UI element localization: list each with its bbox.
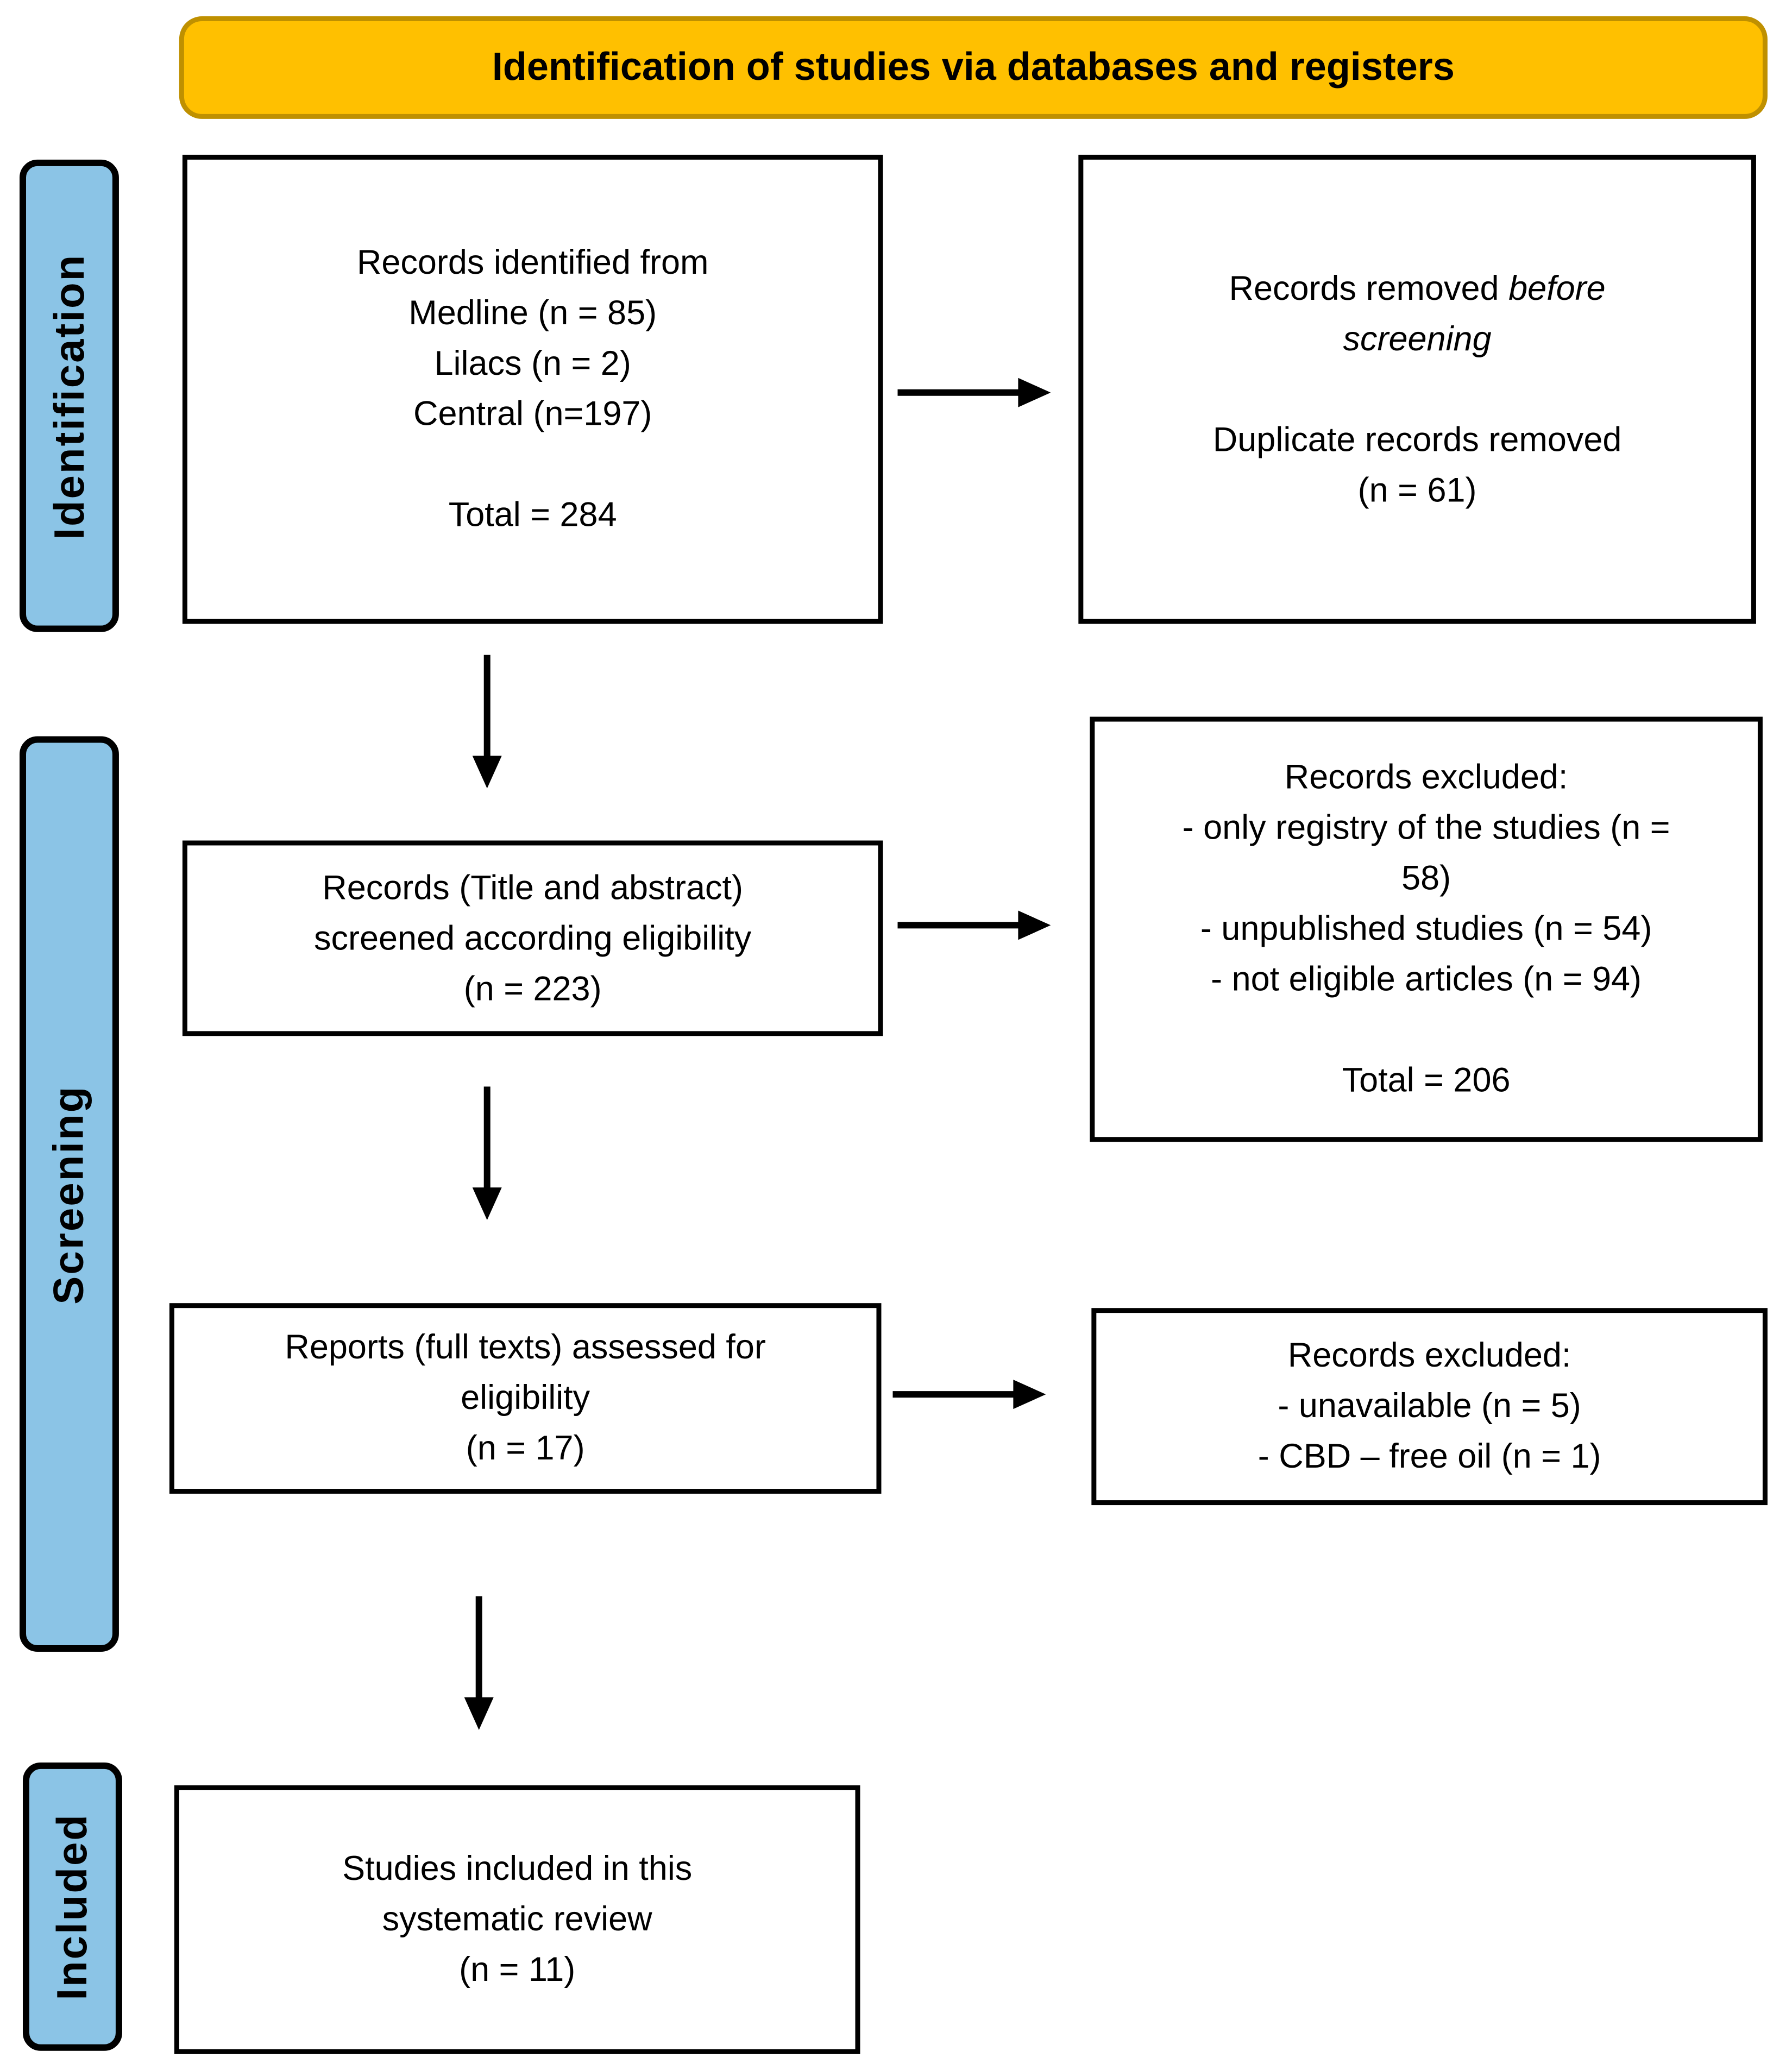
stage-tab-included-label: Included bbox=[47, 1813, 96, 2000]
box-line: (n = 17) bbox=[466, 1430, 585, 1468]
stage-tab-identification: Identification bbox=[19, 159, 119, 632]
arrow-right-icon bbox=[897, 377, 1051, 407]
box-line: Records removed before bbox=[1213, 263, 1622, 313]
box-line: - CBD – free oil (n = 1) bbox=[1257, 1438, 1601, 1476]
arrow-down-icon bbox=[464, 1596, 494, 1730]
arrow-down-icon bbox=[472, 655, 502, 789]
box-records-screened-text: Records (Title and abstract) screened acc… bbox=[314, 863, 751, 1014]
box-line: - not eligible articles (n = 94) bbox=[1211, 961, 1642, 999]
box-reports-assessed-text: Reports (full texts) assessed for eligibi… bbox=[285, 1323, 766, 1474]
box-line: eligibility bbox=[461, 1380, 590, 1418]
box-line: (n = 223) bbox=[463, 970, 602, 1008]
box-line: Total = 206 bbox=[1342, 1062, 1511, 1100]
box-records-removed-before-screening: Records removed before screening Duplica… bbox=[1078, 154, 1756, 624]
box-line: Medline (n = 85) bbox=[408, 294, 657, 332]
box-line: (n = 11) bbox=[459, 1951, 576, 1989]
box-line: systematic review bbox=[382, 1901, 652, 1939]
stage-tab-included: Included bbox=[22, 1762, 122, 2051]
box-line bbox=[1183, 1005, 1670, 1055]
box-line: Total = 284 bbox=[448, 496, 617, 534]
box-records-excluded-eligibility-text: Records excluded: - unavailable (n = 5) - … bbox=[1258, 1331, 1601, 1482]
box-line: screening bbox=[1343, 320, 1492, 358]
box-line: (n = 61) bbox=[1357, 471, 1477, 509]
box-records-excluded-eligibility: Records excluded: - unavailable (n = 5) - … bbox=[1091, 1308, 1768, 1506]
stage-tab-screening-label: Screening bbox=[43, 1084, 93, 1304]
box-line: Records excluded: bbox=[1284, 759, 1568, 797]
box-line: Central (n=197) bbox=[413, 395, 652, 433]
box-line-normal-segment: Records removed bbox=[1229, 269, 1509, 307]
box-line: Reports (full texts) assessed for bbox=[285, 1329, 766, 1367]
stage-tab-identification-label: Identification bbox=[43, 253, 93, 539]
banner-identification-of-studies: Identification of studies via databases … bbox=[179, 16, 1768, 119]
box-line-italic-segment: before bbox=[1508, 269, 1606, 307]
box-line: Records identified from bbox=[356, 244, 709, 282]
box-line: Studies included in this bbox=[342, 1850, 693, 1888]
box-records-excluded-screening-text: Records excluded: - only registry of the … bbox=[1183, 753, 1670, 1106]
box-line: - unavailable (n = 5) bbox=[1278, 1388, 1581, 1426]
box-line: Records excluded: bbox=[1287, 1337, 1571, 1375]
box-records-removed-text: Records removed before screening Duplica… bbox=[1213, 263, 1622, 515]
box-line: Lilacs (n = 2) bbox=[434, 345, 631, 383]
box-records-screened: Records (Title and abstract) screened acc… bbox=[182, 840, 883, 1036]
box-line: Duplicate records removed bbox=[1212, 421, 1622, 459]
box-line: Records (Title and abstract) bbox=[322, 869, 744, 907]
stage-tab-screening: Screening bbox=[19, 736, 119, 1652]
box-line bbox=[357, 440, 709, 490]
box-studies-included-text: Studies included in this systematic revie… bbox=[342, 1844, 692, 1996]
box-records-excluded-screening: Records excluded: - only registry of the … bbox=[1090, 716, 1763, 1142]
arrow-down-icon bbox=[472, 1086, 502, 1220]
box-records-removed-detail: Duplicate records removed (n = 61) bbox=[1213, 364, 1622, 515]
box-line: - unpublished studies (n = 54) bbox=[1200, 910, 1652, 948]
arrow-right-icon bbox=[897, 910, 1051, 940]
box-studies-included: Studies included in this systematic revie… bbox=[174, 1785, 860, 2054]
box-reports-assessed: Reports (full texts) assessed for eligibi… bbox=[169, 1303, 882, 1494]
box-line: screened according eligibility bbox=[314, 919, 752, 957]
box-line: - only registry of the studies (n = bbox=[1182, 809, 1670, 847]
banner-title: Identification of studies via databases … bbox=[492, 45, 1455, 89]
box-line: 58) bbox=[1401, 860, 1451, 898]
box-line bbox=[1213, 364, 1622, 414]
arrow-right-icon bbox=[892, 1380, 1046, 1409]
